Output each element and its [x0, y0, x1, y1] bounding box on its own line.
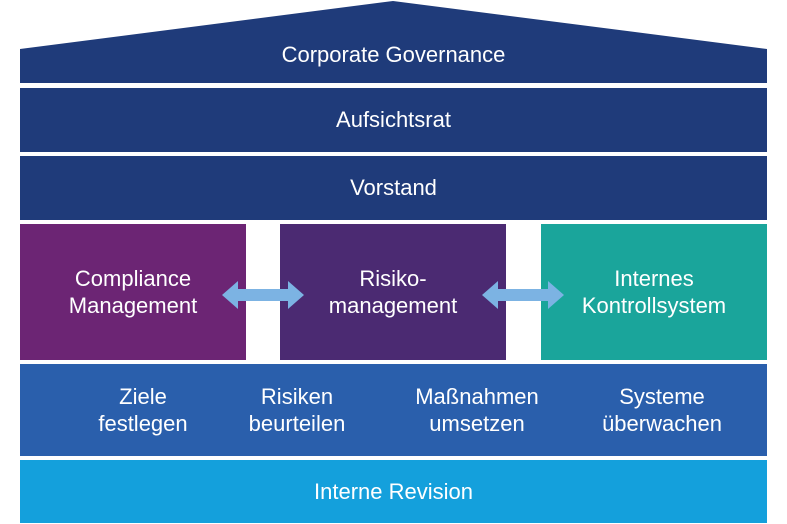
supervisory-board-label: Aufsichtsrat	[336, 107, 451, 132]
pillar-risk-management: Risiko- management	[280, 224, 506, 360]
process-steps-band: Ziele festlegen Risiken beurteilen Maßna…	[20, 364, 767, 456]
double-arrow-icon	[482, 281, 564, 309]
double-arrow-icon	[222, 281, 304, 309]
step-implement-measures: Maßnahmen umsetzen	[415, 384, 539, 436]
step-set-goals: Ziele festlegen	[98, 384, 188, 436]
roof-shape	[20, 1, 767, 83]
pillar-ics-label: Internes Kontrollsystem	[581, 266, 727, 318]
step-monitor-systems: Systeme überwachen	[602, 384, 722, 436]
internal-audit-label: Interne Revision	[314, 478, 473, 504]
pillar-internal-control-system: Internes Kontrollsystem	[541, 224, 767, 360]
supervisory-board-band: Aufsichtsrat	[20, 88, 767, 152]
step-assess-risks: Risiken beurteilen	[248, 384, 346, 436]
corporate-governance-label: Corporate Governance	[281, 42, 506, 67]
executive-board-band: Vorstand	[20, 156, 767, 220]
pillar-compliance-label: Compliance Management	[68, 266, 198, 318]
pillar-risk-label: Risiko- management	[328, 266, 458, 318]
executive-board-label: Vorstand	[350, 175, 437, 200]
pillar-compliance-management: Compliance Management	[20, 224, 246, 360]
internal-audit-foundation: Interne Revision	[20, 460, 767, 523]
roof-corporate-governance	[20, 1, 767, 83]
